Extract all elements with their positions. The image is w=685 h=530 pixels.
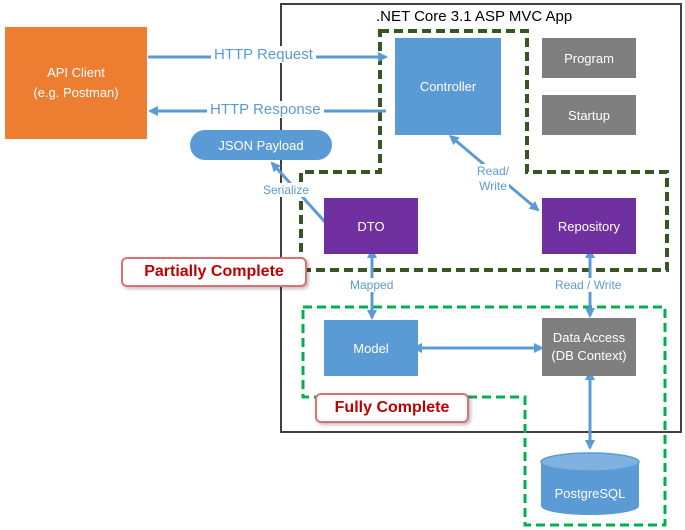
dto-box[interactable]: DTO — [324, 198, 418, 254]
startup-box[interactable]: Startup — [542, 95, 636, 135]
postgresql-label[interactable]: PostgreSQL — [554, 485, 626, 501]
repository-box[interactable]: Repository — [542, 198, 636, 254]
data-access-box[interactable]: Data Access (DB Context) — [542, 318, 636, 376]
partially-complete-callout: Partially Complete — [121, 257, 307, 287]
fully-complete-region — [301, 305, 667, 527]
model-box[interactable]: Model — [324, 320, 418, 376]
http-request-label: HTTP Request — [211, 46, 316, 63]
repository-data-access-label: Read / Write — [554, 278, 623, 292]
partially-complete-region — [299, 29, 669, 272]
postgresql-cylinder — [540, 452, 640, 515]
api-client-box[interactable]: API Client (e.g. Postman) — [5, 27, 147, 139]
fully-complete-callout: Fully Complete — [315, 393, 469, 423]
program-box[interactable]: Program — [542, 38, 636, 78]
app-container-frame — [280, 3, 682, 433]
mapped-label: Mapped — [349, 278, 395, 292]
app-title: .NET Core 3.1 ASP MVC App — [376, 8, 573, 25]
http-response-label: HTTP Response — [207, 101, 324, 118]
serialize-label: Serialize — [262, 183, 311, 197]
json-payload-pill[interactable]: JSON Payload — [190, 130, 332, 160]
controller-repository-label: Read/ Write — [477, 164, 510, 194]
controller-box[interactable]: Controller — [395, 38, 501, 135]
